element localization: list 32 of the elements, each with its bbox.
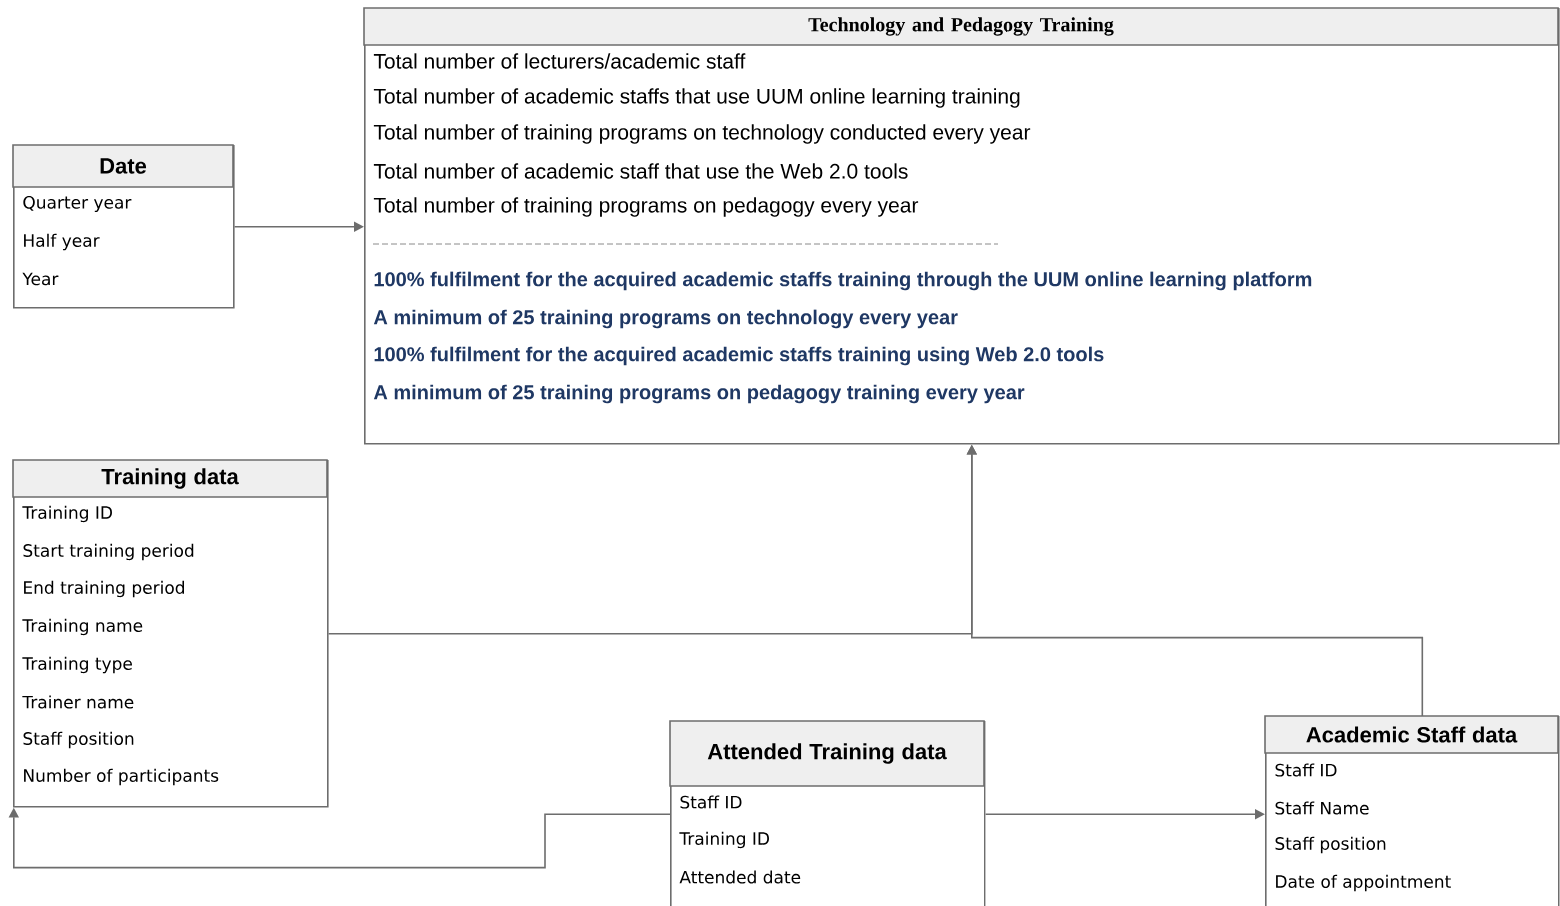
target-text: A minimum of 25 training programs on pedagogy training every year [373, 384, 1025, 404]
field-name: Training name [22, 618, 143, 636]
field-name: Staff Name [1275, 801, 1369, 815]
measure-text: Total number of lecturers/academic staff [373, 53, 746, 69]
field-name: Trainer name [22, 695, 134, 709]
measure-text: Total number of training programs on pedagogy every year [373, 197, 919, 217]
field-name: Year [22, 272, 59, 286]
table-header: Attended Training data [669, 720, 985, 787]
target-text: A minimum of 25 training programs on technology every year [373, 309, 958, 329]
target-text: 100% fulfilment for the acquired academic staffs training using Web 2.0 tools [374, 346, 1104, 366]
field-name: Training type [22, 656, 132, 674]
field-name: Half year [24, 233, 100, 251]
field-name: Number of participants [24, 768, 219, 786]
field-name: Training ID [679, 831, 769, 849]
table-header: Training data [12, 459, 328, 498]
field-name: Attended date [679, 870, 801, 884]
table-header: Date [12, 144, 234, 188]
field-name: Date of appointment [1276, 874, 1451, 892]
field-name: Start training period [23, 543, 194, 561]
table-header: Academic Staff data [1264, 715, 1559, 754]
target-text: 100% fulfilment for the acquired academic staffs training through the UUM online learning platform [374, 271, 1312, 291]
field-name: Training ID [22, 505, 112, 523]
field-name: Staff ID [680, 795, 742, 809]
table-header: Technology and Pedagogy Training [363, 7, 1559, 46]
measure-text: Total number of training programs on technology conducted every year [373, 124, 1031, 144]
field-name: Quarter year [23, 195, 132, 213]
field-name: End training period [24, 580, 184, 598]
measure-text: Total number of academic staffs that use UUM online learning training [373, 88, 1020, 108]
field-name: Staff position [1275, 836, 1386, 854]
field-name: Staff ID [1275, 763, 1337, 777]
measure-text: Total number of academic staff that use the Web 2.0 tools [373, 163, 908, 179]
field-name: Staff position [23, 731, 134, 749]
